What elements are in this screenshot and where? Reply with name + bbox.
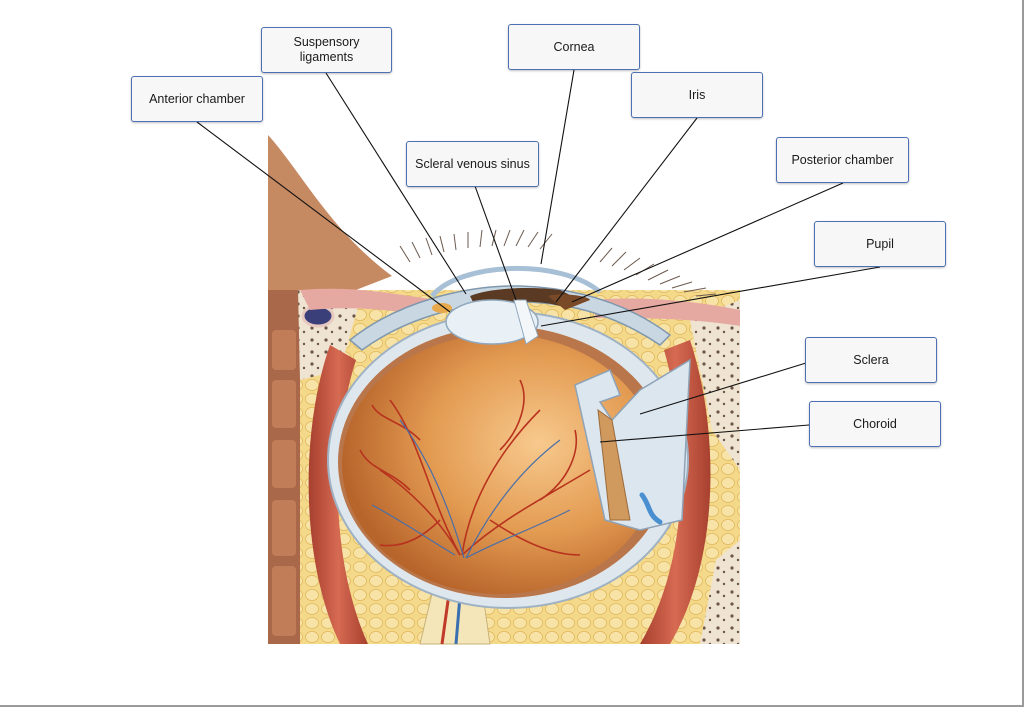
label-sclera[interactable]: Sclera <box>805 337 937 383</box>
label-sclera-text: Sclera <box>853 352 889 367</box>
label-iris[interactable]: Iris <box>631 72 763 118</box>
medial-rectus-muscle <box>308 345 368 644</box>
label-posterior-chamber[interactable]: Posterior chamber <box>776 137 909 183</box>
label-pupil-text: Pupil <box>866 236 894 251</box>
label-posterior-chamber-text: Posterior chamber <box>791 152 894 167</box>
lateral-rectus-muscle <box>640 340 711 644</box>
label-scleral-venous-sinus-text: Scleral venous sinus <box>415 156 530 171</box>
label-suspensory-ligaments[interactable]: Suspensory ligaments <box>261 27 392 73</box>
retinal-vessels <box>359 379 591 556</box>
label-scleral-venous-sinus[interactable]: Scleral venous sinus <box>406 141 539 187</box>
label-cornea[interactable]: Cornea <box>508 24 640 70</box>
label-anterior-chamber-text: Anterior chamber <box>149 91 245 106</box>
label-suspensory-ligaments-text: Suspensory ligaments <box>293 35 360 64</box>
retinal-veins <box>371 419 571 559</box>
label-anterior-chamber[interactable]: Anterior chamber <box>131 76 263 122</box>
label-choroid[interactable]: Choroid <box>809 401 941 447</box>
label-iris-text: Iris <box>688 87 706 102</box>
label-pupil[interactable]: Pupil <box>814 221 946 267</box>
leader-lines <box>196 69 881 443</box>
eyeball <box>327 265 691 609</box>
label-cornea-text: Cornea <box>553 39 595 54</box>
label-choroid-text: Choroid <box>853 416 897 431</box>
